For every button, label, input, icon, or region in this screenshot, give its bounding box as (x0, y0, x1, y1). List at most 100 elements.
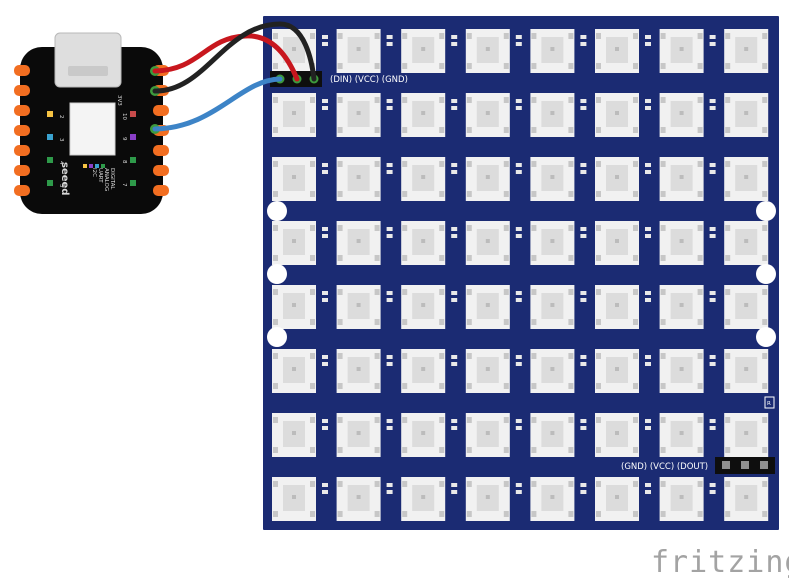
led-pixel (724, 413, 769, 457)
led-pixel (336, 413, 393, 457)
pin-marker (130, 134, 136, 140)
led-pixel (530, 477, 587, 521)
led-pixel (272, 93, 328, 137)
led-pixel (401, 93, 458, 137)
led-pixel (659, 413, 716, 457)
pin-number: 9 (121, 137, 127, 141)
corner-mark-box (764, 396, 775, 409)
pin-marker (47, 111, 53, 117)
led-pixel (659, 29, 716, 73)
led-pixel (530, 157, 587, 201)
led-pixel (724, 157, 769, 201)
usb-c-opening (68, 66, 108, 76)
wires (152, 21, 317, 132)
led-pixel (659, 221, 716, 265)
led-pixel (401, 221, 458, 265)
mounting-hole (756, 327, 776, 347)
gpio-pad[interactable] (153, 185, 169, 196)
gpio-pad[interactable] (14, 85, 30, 96)
led-pixel (465, 477, 522, 521)
led-pixel (401, 157, 458, 201)
brand-logo: seeed (59, 162, 70, 195)
pin-marker (130, 180, 136, 186)
fritzing-logo: fritzing (651, 545, 789, 580)
legend-digital: DIGITAL (109, 168, 115, 190)
led-pixel (724, 29, 769, 73)
gpio-pad[interactable] (14, 165, 30, 176)
usb-c-port[interactable] (54, 32, 122, 88)
led-pixel (401, 29, 458, 73)
blue-wire[interactable] (152, 76, 283, 132)
led-pixel (724, 93, 769, 137)
mounting-hole (267, 327, 287, 347)
dout-pin[interactable] (760, 461, 768, 469)
pin-marker (130, 157, 136, 163)
led-pixel (336, 285, 393, 329)
pin-number: 7 (121, 183, 127, 187)
input-pin-label: (DIN) (VCC) (GND) (330, 75, 408, 85)
gpio-pad[interactable] (153, 145, 169, 156)
led-pixel (465, 349, 522, 393)
led-pixel (659, 93, 716, 137)
led-pixel (724, 221, 769, 265)
gpio-pad[interactable] (14, 65, 30, 76)
led-pixel (465, 285, 522, 329)
pin-marker (47, 157, 53, 163)
black-wire[interactable] (152, 21, 317, 94)
gpio-pad[interactable] (153, 105, 169, 116)
led-pixel (530, 413, 587, 457)
led-pixel (336, 157, 393, 201)
led-pixel (595, 221, 651, 265)
led-pixel (595, 477, 651, 521)
output-header (715, 457, 775, 474)
led-pixel (659, 157, 716, 201)
led-pixel (659, 349, 716, 393)
legend-analog: ANALOG (103, 168, 109, 191)
mounting-hole (756, 264, 776, 284)
mounting-hole (267, 264, 287, 284)
led-pixel (595, 157, 651, 201)
led-pixel (401, 477, 458, 521)
pin-number: 8 (121, 160, 127, 164)
mounting-hole (756, 201, 776, 221)
power-label: 3V3 (116, 95, 122, 106)
gpio-pad[interactable] (14, 185, 30, 196)
led-pixel (401, 349, 458, 393)
led-pixel (530, 93, 587, 137)
led-pixel (659, 477, 716, 521)
led-pixel (272, 221, 328, 265)
gpio-pad[interactable] (153, 165, 169, 176)
led-pixel (465, 93, 522, 137)
led-pixel (336, 93, 393, 137)
mounting-hole (267, 201, 287, 221)
led-pixel (530, 349, 587, 393)
led-pixel (530, 29, 587, 73)
matrix-board (263, 16, 779, 530)
led-pixel (724, 285, 769, 329)
led-pixel (530, 285, 587, 329)
gnd-out-pin[interactable] (722, 461, 730, 469)
led-matrix-8x8: (DIN) (VCC) (GND) (GND) (VCC) (DOUT) R (263, 16, 779, 530)
corner-mark: R (767, 401, 771, 407)
led-pixel (336, 29, 393, 73)
rf-shield (69, 102, 116, 156)
pin-number: 10 (121, 113, 127, 120)
led-pixel (724, 349, 769, 393)
led-pixel (595, 413, 651, 457)
gpio-pad[interactable] (14, 125, 30, 136)
gpio-pad[interactable] (14, 145, 30, 156)
led-pixel (272, 157, 328, 201)
legend: I2C UART ANALOG DIGITAL (83, 164, 115, 191)
led-pixel (336, 349, 393, 393)
legend-uart: UART (97, 168, 103, 183)
pin-number: 5 (58, 184, 64, 188)
vcc-out-pin[interactable] (741, 461, 749, 469)
gpio-pad[interactable] (14, 105, 30, 116)
led-pixel (595, 29, 651, 73)
led-pixel (465, 29, 522, 73)
pin-marker (47, 134, 53, 140)
led-pixel (530, 221, 587, 265)
led-pixel (272, 285, 328, 329)
output-pin-label: (GND) (VCC) (DOUT) (621, 462, 708, 472)
led-pixel (336, 477, 393, 521)
